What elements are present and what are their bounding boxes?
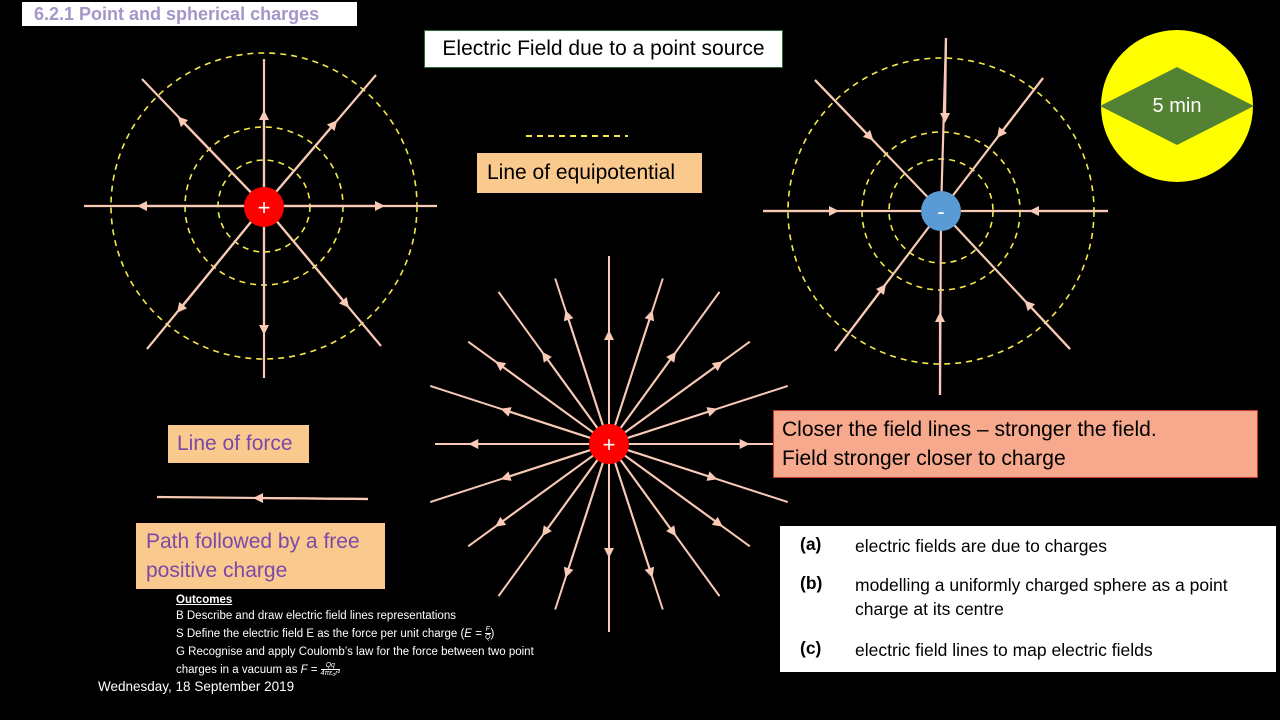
slide-date: Wednesday, 18 September 2019	[98, 679, 295, 694]
charge-sign: -	[937, 199, 944, 224]
slide-title: 6.2.1 Point and spherical charges	[22, 2, 357, 26]
positive-charge	[244, 187, 284, 227]
field-strength-line1: Closer the field lines – stronger the fi…	[782, 418, 1157, 441]
positive-field-diagram: +	[84, 52, 437, 378]
path-label: Path followed by a free positive charge	[136, 523, 385, 589]
field-arrow	[563, 310, 610, 445]
outcome-g-line1: G Recognise and apply Coulomb’s law for …	[176, 646, 534, 658]
field-arrow	[608, 310, 655, 445]
slide-heading: Electric Field due to a point source	[424, 30, 783, 68]
timer-icon	[1100, 30, 1254, 182]
formula-lhs: E =	[464, 628, 482, 640]
field-strength-note: Closer the field lines – stronger the fi…	[773, 410, 1258, 478]
field-arrow	[495, 361, 610, 445]
field-arrow	[563, 443, 610, 578]
path-label-line1: Path followed by a free	[146, 530, 360, 553]
specification-box: (a) electric fields are due to charges (…	[780, 526, 1276, 672]
outcomes-title: Outcomes	[176, 594, 233, 606]
force-legend-arrow	[253, 493, 369, 504]
outcome-b: B Describe and draw electric field lines…	[176, 610, 456, 622]
spec-text: electric field lines to map electric fie…	[855, 640, 1153, 660]
timer-label: 5 min	[1152, 95, 1202, 117]
field-arrow	[495, 443, 610, 527]
outcome-s: S Define the electric field E as the for…	[176, 626, 495, 642]
spec-letter: (a)	[800, 534, 822, 554]
negative-field-diagram: -	[763, 37, 1108, 396]
positive-charge	[589, 424, 629, 464]
formula-lhs: F =	[300, 664, 318, 676]
spec-text: electric fields are due to charges	[855, 536, 1107, 556]
spec-text: modelling a uniformly charged sphere as …	[855, 575, 1228, 619]
spec-letter: (c)	[800, 638, 822, 658]
line-of-force-label: Line of force	[168, 425, 309, 463]
charge-sign: +	[258, 195, 271, 220]
outcome-s-text: S Define the electric field E as the for…	[176, 628, 465, 640]
spec-letter: (b)	[800, 573, 823, 593]
equipotential-label: Line of equipotential	[477, 153, 702, 193]
negative-charge	[921, 191, 961, 231]
charge-sign: +	[603, 432, 616, 457]
dense-field-diagram: +	[429, 256, 789, 632]
field-arrow	[608, 443, 655, 578]
field-arrow	[608, 361, 723, 445]
field-arrow	[608, 443, 723, 527]
outcomes-list: Outcomes B Describe and draw electric fi…	[176, 594, 576, 679]
path-label-line2: positive charge	[146, 559, 288, 582]
field-strength-line2: Field stronger closer to charge	[782, 447, 1066, 470]
